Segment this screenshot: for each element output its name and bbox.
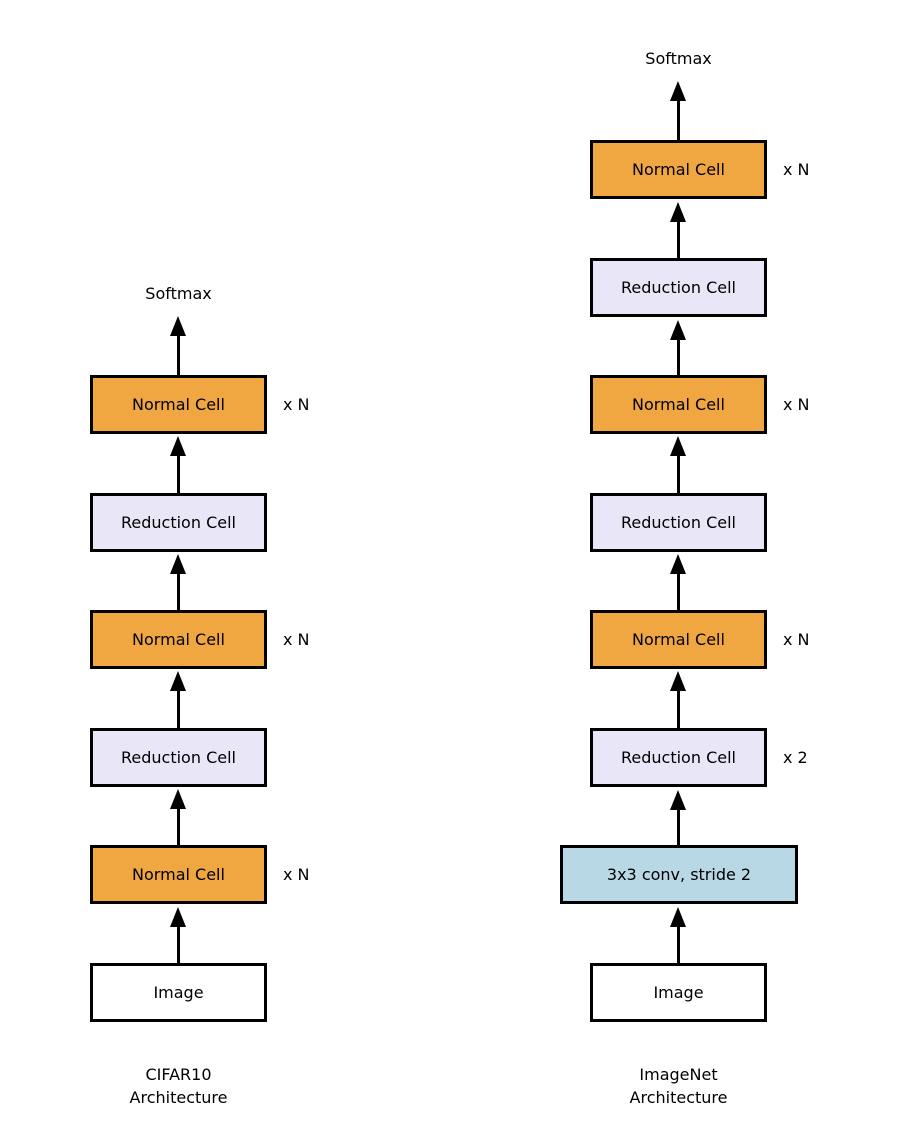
arrowhead-icon: [170, 316, 186, 336]
arrow-shaft: [176, 566, 180, 610]
arrowhead-icon: [670, 671, 686, 691]
multiplier-label: x N: [283, 630, 310, 649]
arrow-shaft: [676, 802, 680, 845]
multiplier-label: x N: [783, 630, 810, 649]
arrow-up-icon: [668, 436, 688, 493]
arrowhead-icon: [670, 790, 686, 810]
arrow-shaft: [676, 566, 680, 610]
box-label: Reduction Cell: [621, 513, 736, 532]
reduction-cell-box: Reduction Cell: [590, 728, 767, 787]
multiplier-label: x N: [283, 395, 310, 414]
arrow-shaft: [676, 683, 680, 728]
caption-line: ImageNet: [639, 1065, 718, 1084]
arrow-up-icon: [668, 907, 688, 963]
box-label: Normal Cell: [632, 630, 725, 649]
reduction-cell-box: Reduction Cell: [590, 493, 767, 552]
arrowhead-icon: [670, 81, 686, 101]
arrowhead-icon: [170, 671, 186, 691]
box-label: Image: [153, 983, 204, 1002]
arrow-up-icon: [668, 554, 688, 610]
arrow-shaft: [176, 448, 180, 493]
box-label: Reduction Cell: [621, 748, 736, 767]
box-label: Normal Cell: [132, 865, 225, 884]
arrow-up-icon: [668, 202, 688, 258]
normal-cell-box: Normal Cell: [590, 610, 767, 669]
multiplier-label: x N: [783, 395, 810, 414]
reduction-cell-box: Reduction Cell: [590, 258, 767, 317]
arrow-shaft: [676, 93, 680, 140]
arrowhead-icon: [170, 554, 186, 574]
caption-line: CIFAR10: [145, 1065, 212, 1084]
image-box: Image: [90, 963, 267, 1022]
arrow-shaft: [176, 919, 180, 963]
box-label: Image: [653, 983, 704, 1002]
arrow-up-icon: [168, 789, 188, 845]
column-caption: CIFAR10 Architecture: [90, 1063, 267, 1109]
arrow-up-icon: [168, 907, 188, 963]
box-label: Normal Cell: [632, 395, 725, 414]
reduction-cell-box: Reduction Cell: [90, 728, 267, 787]
arrowhead-icon: [170, 907, 186, 927]
arrow-shaft: [676, 919, 680, 963]
multiplier-label: x 2: [783, 748, 808, 767]
arrow-up-icon: [168, 671, 188, 728]
arrowhead-icon: [670, 554, 686, 574]
arrowhead-icon: [670, 907, 686, 927]
arrow-shaft: [676, 214, 680, 258]
box-label: Normal Cell: [132, 395, 225, 414]
arrowhead-icon: [670, 202, 686, 222]
arrow-up-icon: [668, 81, 688, 140]
normal-cell-box: Normal Cell: [90, 375, 267, 434]
arrow-shaft: [176, 801, 180, 845]
box-label: Reduction Cell: [621, 278, 736, 297]
arrow-shaft: [176, 683, 180, 728]
normal-cell-box: Normal Cell: [590, 375, 767, 434]
softmax-label: Softmax: [145, 284, 212, 303]
arrow-up-icon: [668, 320, 688, 375]
softmax-label: Softmax: [645, 49, 712, 68]
box-label: Reduction Cell: [121, 748, 236, 767]
box-label: Normal Cell: [632, 160, 725, 179]
arrow-up-icon: [668, 790, 688, 845]
arrow-shaft: [676, 332, 680, 375]
caption-line: Architecture: [629, 1088, 728, 1107]
box-label: Reduction Cell: [121, 513, 236, 532]
box-label: Normal Cell: [132, 630, 225, 649]
normal-cell-box: Normal Cell: [90, 845, 267, 904]
reduction-cell-box: Reduction Cell: [90, 493, 267, 552]
normal-cell-box: Normal Cell: [590, 140, 767, 199]
arrow-shaft: [676, 448, 680, 493]
multiplier-label: x N: [783, 160, 810, 179]
box-label: 3x3 conv, stride 2: [606, 865, 752, 884]
arrow-up-icon: [168, 316, 188, 375]
arrowhead-icon: [670, 436, 686, 456]
arrow-up-icon: [168, 436, 188, 493]
column-caption: ImageNet Architecture: [590, 1063, 767, 1109]
conv-box: 3x3 conv, stride 2: [560, 845, 798, 904]
caption-line: Architecture: [129, 1088, 228, 1107]
multiplier-label: x N: [283, 865, 310, 884]
arrowhead-icon: [670, 320, 686, 340]
arrowhead-icon: [170, 789, 186, 809]
arrowhead-icon: [170, 436, 186, 456]
arrow-up-icon: [668, 671, 688, 728]
arrow-up-icon: [168, 554, 188, 610]
arrow-shaft: [176, 328, 180, 375]
image-box: Image: [590, 963, 767, 1022]
normal-cell-box: Normal Cell: [90, 610, 267, 669]
